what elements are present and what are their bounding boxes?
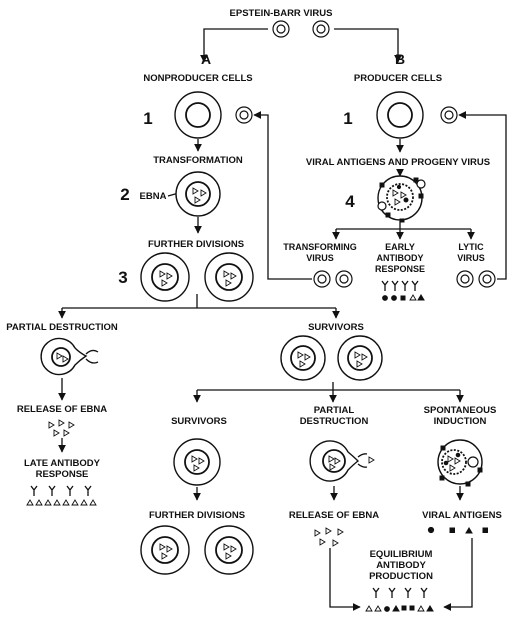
antibody-icons <box>381 280 419 291</box>
dividing-cell <box>140 252 190 302</box>
bottom-lysing-cell <box>309 440 375 482</box>
lysing-cell <box>40 337 99 376</box>
ebna-to-equilibrium-arrow <box>329 548 361 611</box>
late-antigen-markers <box>26 499 97 506</box>
viral-antigen-markers <box>427 526 488 534</box>
equilibrium-antibody-icons <box>372 587 428 598</box>
step-3: 3 <box>118 268 127 287</box>
bottom-partial-destruction-label: PARTIAL <box>314 405 355 416</box>
dividing-cell <box>204 252 254 302</box>
antigens-to-equilibrium-arrow <box>443 538 473 611</box>
spontaneous-induction-label: SPONTANEOUS <box>424 405 497 416</box>
lytic-virus-feedback-arrow <box>458 111 507 280</box>
producer-cells-label: PRODUCER CELLS <box>354 73 442 84</box>
early-antibody-label: ANTIBODY <box>377 253 424 263</box>
step-2: 2 <box>120 185 129 204</box>
transformation-label: TRANSFORMATION <box>153 155 243 166</box>
ebv-virion <box>312 20 330 38</box>
late-antibody-label: LATE ANTIBODY <box>24 458 101 469</box>
bottom-release-of-ebna-label: RELEASE OF EBNA <box>289 510 379 521</box>
bottom-survivors-label: SURVIVORS <box>171 416 227 427</box>
bottom-survivor-cell <box>173 438 221 486</box>
early-antigen-markers <box>382 294 425 301</box>
nonproducer-cells-label: NONPRODUCER CELLS <box>143 73 252 84</box>
transforming-virus-label: VIRUS <box>306 253 334 263</box>
equilibrium-label: PRODUCTION <box>369 571 433 582</box>
late-antibody-icons <box>30 485 92 496</box>
released-ebna-bottom <box>314 527 344 547</box>
bottom-partial-destruction-label: DESTRUCTION <box>300 416 369 427</box>
spontaneous-induction-label: INDUCTION <box>434 416 487 427</box>
lytic-virus-label: LYTIC <box>458 242 484 252</box>
further-divisions-label: FURTHER DIVISIONS <box>148 239 244 250</box>
nonproducer-cell <box>174 91 222 139</box>
step-1-a: 1 <box>143 109 152 128</box>
virus-particle <box>235 106 253 124</box>
equilibrium-label: EQUILIBRIUM <box>370 549 433 560</box>
pathway-b-letter: B <box>395 51 405 67</box>
producer-cell <box>376 91 424 139</box>
virus-particle <box>478 270 496 288</box>
step-4: 4 <box>345 192 355 211</box>
induced-cell <box>437 439 483 487</box>
lytic-producer-cell <box>377 175 426 223</box>
virus-particle <box>335 270 353 288</box>
released-ebna <box>48 419 75 437</box>
ebv-virion <box>272 20 290 38</box>
bottom-dividing-cell <box>204 525 254 575</box>
viral-antigens-progeny-label: VIRAL ANTIGENS AND PROGENY VIRUS <box>306 157 490 168</box>
virus-particle <box>456 270 474 288</box>
bottom-further-divisions-label: FURTHER DIVISIONS <box>149 510 245 521</box>
step-1-b: 1 <box>343 109 352 128</box>
release-of-ebna-label: RELEASE OF EBNA <box>17 404 107 415</box>
bottom-dividing-cell <box>140 525 190 575</box>
virus-particle <box>313 270 331 288</box>
arrow-to-producer <box>334 28 402 63</box>
early-antibody-label: EARLY <box>385 242 415 252</box>
survivor-cell <box>337 335 383 381</box>
early-antibody-label: RESPONSE <box>375 264 425 274</box>
transforming-virus-feedback-arrow <box>253 111 312 280</box>
ebna-label: EBNA <box>140 191 167 202</box>
viral-antigens-label: VIRAL ANTIGENS <box>422 510 502 521</box>
lytic-virus-label: VIRUS <box>457 253 485 263</box>
survivors-label: SURVIVORS <box>308 322 364 333</box>
partial-destruction-label: PARTIAL DESTRUCTION <box>6 322 118 333</box>
equilibrium-antigen-markers <box>365 605 434 612</box>
transformed-cell <box>175 171 221 217</box>
pathway-a-letter: A <box>201 51 211 67</box>
virus-particle <box>440 106 458 124</box>
late-antibody-label: RESPONSE <box>36 469 89 480</box>
transforming-virus-label: TRANSFORMING <box>283 242 357 252</box>
diagram-title: EPSTEIN-BARR VIRUS <box>230 8 333 19</box>
survivor-cell <box>280 335 326 381</box>
arrow-to-nonproducer <box>200 28 268 63</box>
equilibrium-label: ANTIBODY <box>376 560 426 571</box>
